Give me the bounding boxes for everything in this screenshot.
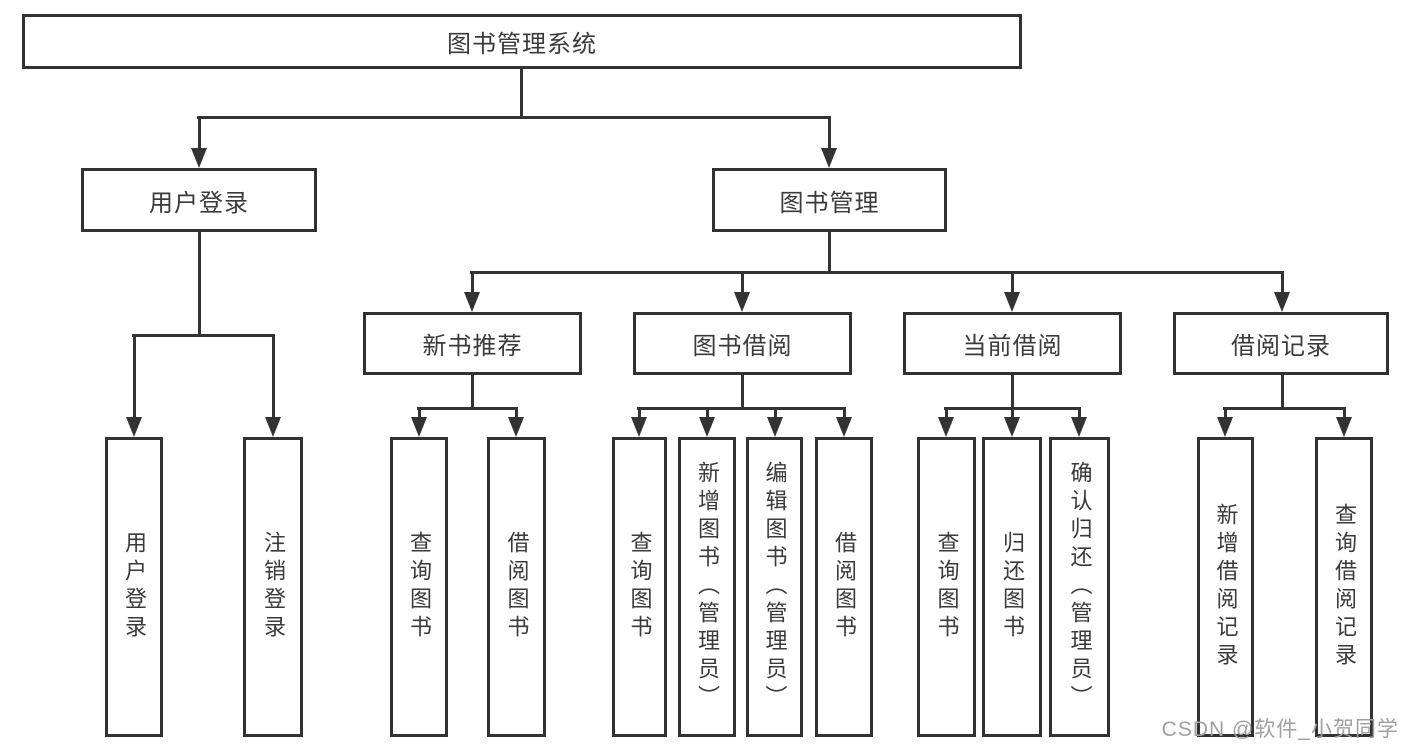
- arrowhead-icon: [464, 292, 480, 312]
- leaf-add-borrow-record: 新增借阅记录: [1197, 437, 1254, 737]
- leaf-query-books-current: 查询图书: [917, 437, 976, 737]
- connector-line: [417, 408, 421, 419]
- connector-line: [1010, 375, 1014, 410]
- connector-line: [637, 408, 641, 419]
- leaf-query-books-borrowing: 查询图书: [612, 437, 667, 737]
- arrowhead-icon: [191, 148, 207, 168]
- connector-line: [740, 272, 744, 294]
- connector-line: [842, 408, 846, 419]
- connector-line: [470, 272, 474, 294]
- connector-line: [417, 406, 518, 410]
- arrowhead-icon: [1071, 417, 1087, 437]
- connector-line: [197, 117, 201, 150]
- node-library-management-system: 图书管理系统: [22, 14, 1022, 69]
- connector-line: [827, 232, 831, 274]
- connector-line: [637, 406, 846, 410]
- connector-line: [514, 408, 518, 419]
- leaf-query-books-recommend: 查询图书: [390, 437, 448, 737]
- leaf-borrow-books-recommend: 借阅图书: [487, 437, 546, 737]
- connector-line: [197, 232, 201, 337]
- connector-line: [132, 335, 136, 419]
- connector-line: [132, 333, 275, 337]
- node-user-login: 用户登录: [81, 168, 317, 232]
- connector-line: [944, 408, 948, 419]
- arrowhead-icon: [265, 417, 281, 437]
- leaf-query-borrow-record: 查询借阅记录: [1315, 437, 1373, 737]
- leaf-confirm-return-admin: 确认归还（管理员）: [1049, 437, 1110, 737]
- arrowhead-icon: [1336, 417, 1352, 437]
- arrowhead-icon: [699, 417, 715, 437]
- arrowhead-icon: [631, 417, 647, 437]
- connector-line: [470, 375, 474, 410]
- connector-line: [1342, 408, 1346, 419]
- arrowhead-icon: [821, 148, 837, 168]
- arrowhead-icon: [1217, 417, 1233, 437]
- arrowhead-icon: [126, 417, 142, 437]
- connector-line: [827, 117, 831, 150]
- arrowhead-icon: [938, 417, 954, 437]
- connector-line: [470, 270, 1284, 274]
- connector-line: [197, 115, 831, 119]
- arrowhead-icon: [411, 417, 427, 437]
- leaf-borrow-books: 借阅图书: [815, 437, 873, 737]
- arrowhead-icon: [767, 417, 783, 437]
- connector-line: [271, 335, 275, 419]
- arrowhead-icon: [1004, 292, 1020, 312]
- node-book-borrowing: 图书借阅: [633, 312, 852, 375]
- arrowhead-icon: [1004, 417, 1020, 437]
- connector-line: [740, 375, 744, 410]
- connector-line: [705, 408, 709, 419]
- arrowhead-icon: [836, 417, 852, 437]
- leaf-add-books-admin: 新增图书（管理员）: [678, 437, 736, 737]
- connector-line: [1010, 408, 1014, 419]
- node-book-management: 图书管理: [712, 168, 947, 232]
- connector-line: [1280, 375, 1284, 410]
- connector-line: [1077, 408, 1081, 419]
- leaf-edit-books-admin: 编辑图书（管理员）: [746, 437, 803, 737]
- node-borrowing-records: 借阅记录: [1173, 312, 1389, 375]
- connector-line: [773, 408, 777, 419]
- connector-line: [1223, 408, 1227, 419]
- connector-line: [519, 69, 523, 119]
- leaf-logout: 注销登录: [243, 437, 303, 737]
- connector-line: [1223, 406, 1346, 410]
- arrowhead-icon: [734, 292, 750, 312]
- node-new-book-recommendation: 新书推荐: [363, 312, 582, 375]
- csdn-watermark: CSDN @软件_小贺同学: [1161, 718, 1399, 741]
- arrowhead-icon: [1274, 292, 1290, 312]
- connector-line: [1010, 272, 1014, 294]
- leaf-user-login: 用户登录: [105, 437, 163, 737]
- arrowhead-icon: [508, 417, 524, 437]
- leaf-return-books: 归还图书: [982, 437, 1042, 737]
- connector-line: [1280, 272, 1284, 294]
- node-current-borrowing: 当前借阅: [903, 312, 1122, 375]
